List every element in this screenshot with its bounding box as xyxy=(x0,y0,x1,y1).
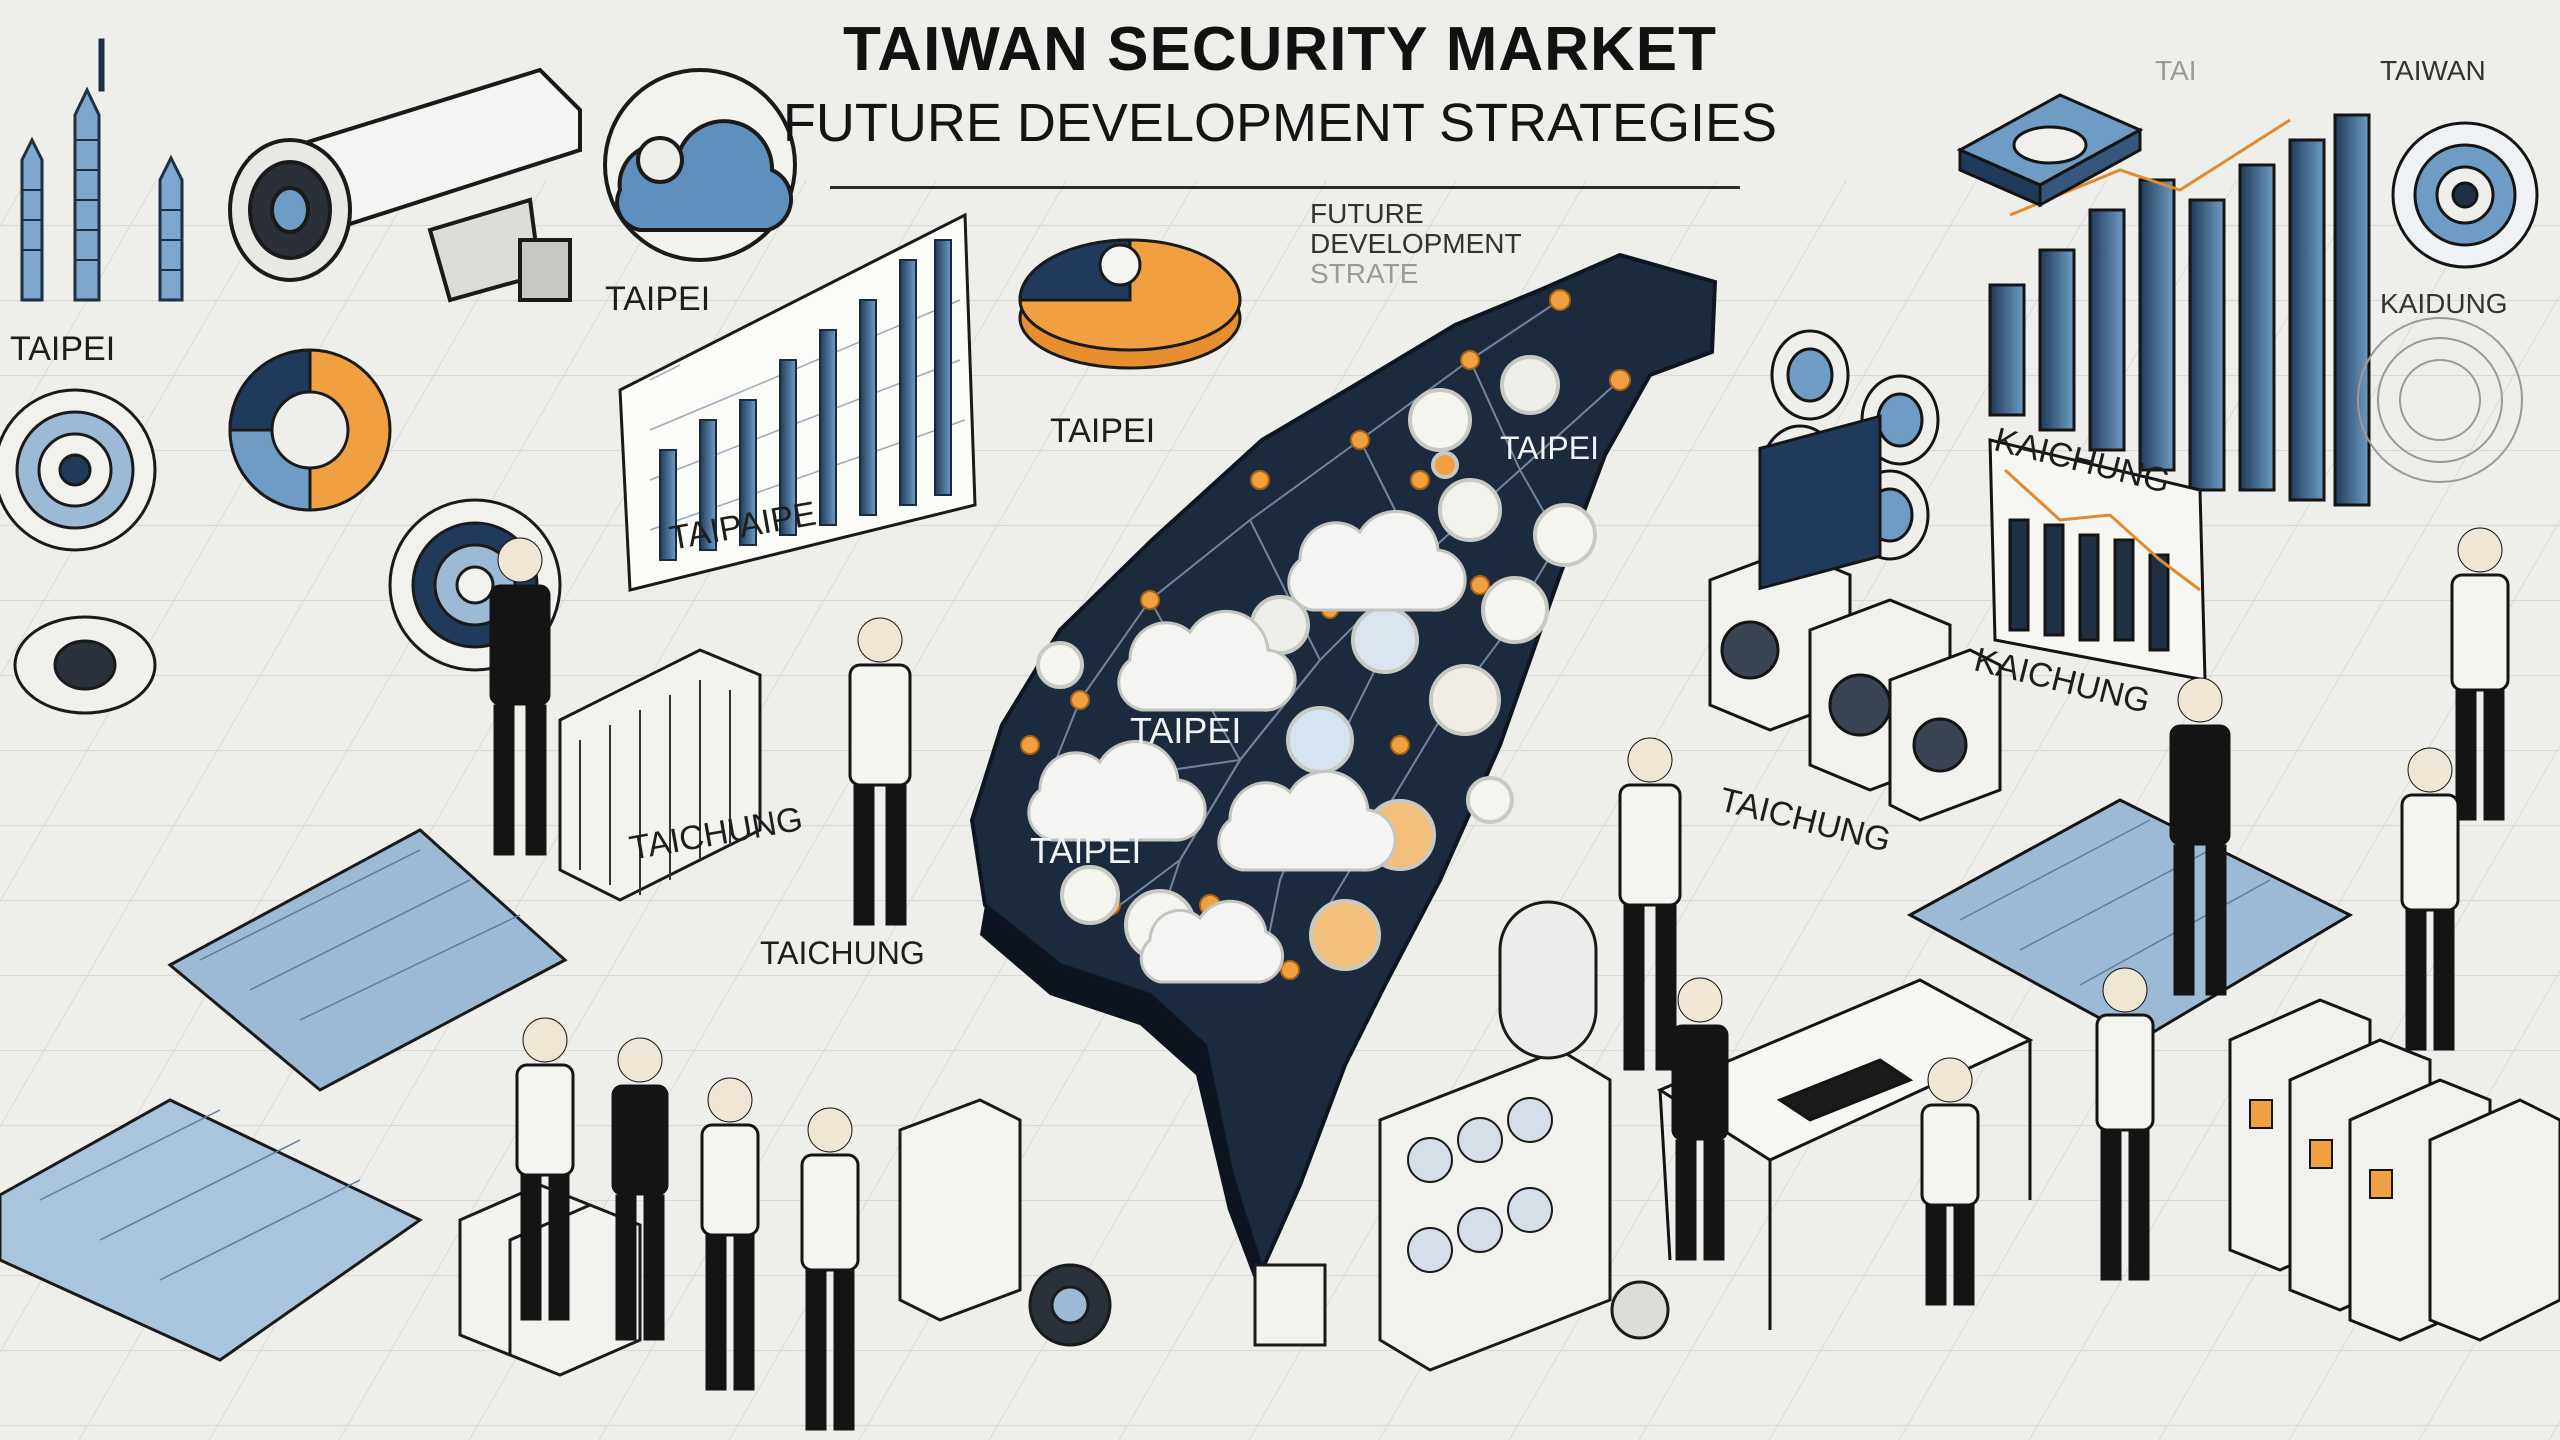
label-tai-corner: TAI xyxy=(2155,55,2197,86)
callout-line-2: DEVELOPMENT xyxy=(1310,228,1522,259)
label-taipei-center: TAIPEI xyxy=(1050,412,1156,450)
callout-line-1: FUTURE xyxy=(1310,198,1424,229)
label-taipei-map-north: TAIPEI xyxy=(1500,430,1599,466)
server-cabinets-right xyxy=(2228,998,2560,1342)
server-racks-left xyxy=(558,648,762,902)
label-taichung-mid: TAICHUNG xyxy=(760,935,925,971)
cabinet-tags xyxy=(2249,1099,2393,1199)
equipment-shelf xyxy=(898,1048,1612,1372)
label-taipei-map-mid: TAIPEI xyxy=(1130,710,1242,751)
target-lens-right xyxy=(2391,121,2539,269)
cloud-badge xyxy=(603,68,797,262)
pie-chart xyxy=(1018,238,1242,370)
title-line-2: FUTURE DEVELOPMENT STRATEGIES xyxy=(782,93,1778,153)
label-taiwan-corner: TAIWAN xyxy=(2380,55,2486,86)
donut-chart xyxy=(228,348,392,512)
control-desk xyxy=(1656,414,2034,1330)
gauge-right xyxy=(2357,317,2523,483)
security-personnel xyxy=(489,527,2510,1431)
radar-target xyxy=(0,388,157,552)
callout-line-3: STRATE xyxy=(1310,258,1419,289)
camera-cubes xyxy=(1708,548,2002,822)
title-underline xyxy=(830,186,1740,189)
label-taipei-map-south: TAIPEI xyxy=(1030,830,1142,871)
label-taipei-cloud: TAIPEI xyxy=(605,280,711,318)
taiwan-map xyxy=(969,252,1718,1300)
isometric-platform xyxy=(1956,93,2144,208)
label-kaidung: KAIDUNG xyxy=(2380,288,2508,319)
dome-camera xyxy=(13,615,157,715)
taipei-101-towers xyxy=(20,38,184,302)
label-taipei-left: TAIPEI xyxy=(10,330,116,368)
title-line-1: TAIWAN SECURITY MARKET xyxy=(843,15,1717,84)
floor-map-left xyxy=(0,828,568,1362)
bar-chart-3d xyxy=(1988,113,2371,507)
floor-devices xyxy=(1028,900,1670,1347)
floor-map-right xyxy=(1906,798,2354,1042)
line-chart-board xyxy=(1988,438,2207,682)
cctv-camera xyxy=(228,67,582,303)
bar-chart-board xyxy=(618,212,977,592)
